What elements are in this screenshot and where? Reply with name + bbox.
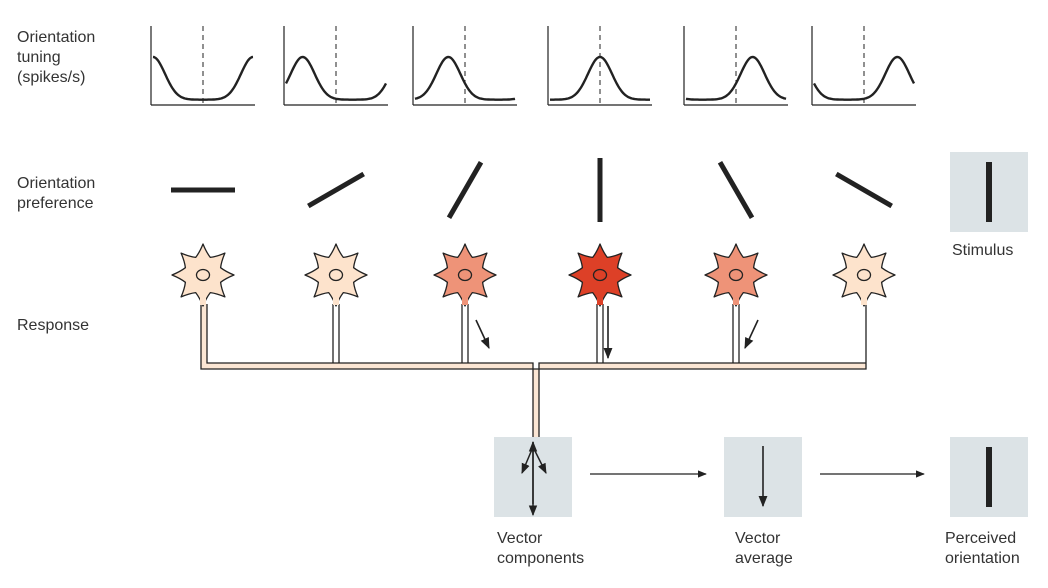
tuning-curve-3 xyxy=(412,26,517,106)
tuning-curve-1 xyxy=(150,26,255,106)
neuron-1 xyxy=(171,243,235,307)
preference-row-label: Orientation preference xyxy=(17,175,96,212)
tuning-row-label: Orientation tuning (spikes/s) xyxy=(17,29,96,86)
vector-components-label: Vector components xyxy=(497,530,585,567)
neuron-nucleus-1 xyxy=(195,268,211,282)
neuron-nucleus-5 xyxy=(728,268,744,282)
vector-average-panel xyxy=(724,437,802,517)
tuning-curve-2 xyxy=(283,26,388,106)
summation-wire xyxy=(200,304,867,439)
tuning-curve-6 xyxy=(811,26,916,106)
stimulus-panel xyxy=(950,152,1028,232)
neuron-5 xyxy=(704,243,768,307)
neuron-nucleus-2 xyxy=(328,268,344,282)
preference-bar-5 xyxy=(717,161,755,219)
neuron-nucleus-3 xyxy=(457,268,473,282)
preference-bar-6 xyxy=(835,171,893,209)
orientation-preference-bars xyxy=(171,158,893,222)
neuron-6 xyxy=(832,243,896,307)
neuron-2 xyxy=(304,243,368,307)
vector-components-panel xyxy=(494,437,572,517)
neuron-row xyxy=(171,243,896,307)
perceived-orientation-panel xyxy=(950,437,1028,517)
preference-bar-3 xyxy=(446,161,484,219)
neuron-3 xyxy=(433,243,497,307)
tuning-curve-4 xyxy=(547,26,652,106)
perceived-orientation-label: Perceived orientation xyxy=(945,530,1020,567)
stimulus-label: Stimulus xyxy=(952,242,1014,259)
neuron-nucleus-4 xyxy=(592,268,608,282)
tuning-curves xyxy=(150,26,916,106)
tuning-curve-5 xyxy=(683,26,788,106)
neuron-4 xyxy=(568,243,632,307)
neuron-nucleus-6 xyxy=(856,268,872,282)
response-row-label: Response xyxy=(17,317,90,334)
response-arrows xyxy=(475,306,759,360)
preference-bar-2 xyxy=(307,171,365,209)
vector-average-label: Vector average xyxy=(735,530,793,567)
